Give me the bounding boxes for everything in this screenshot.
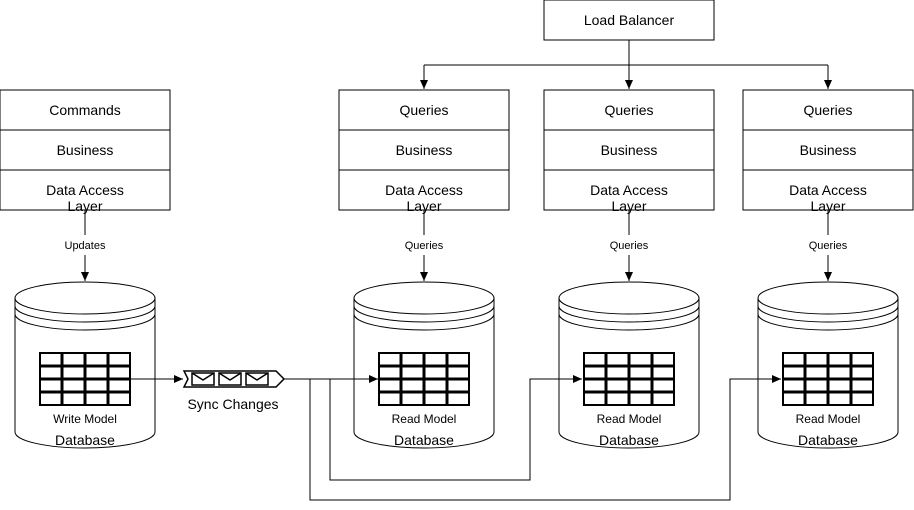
sync-changes-label: Sync Changes xyxy=(187,396,278,412)
read-model-label: Read Model xyxy=(597,412,662,426)
table-icon xyxy=(782,352,874,406)
data-access-layer-label-line2: Layer xyxy=(611,198,646,214)
business-layer-label: Business xyxy=(800,142,857,158)
business-layer-label: Business xyxy=(601,142,658,158)
business-layer-label: Business xyxy=(57,142,114,158)
read-database-1: Read Model Database xyxy=(353,281,495,449)
queries-edge-label: Queries xyxy=(405,240,444,252)
read-model-label: Read Model xyxy=(392,412,457,426)
business-layer-label: Business xyxy=(396,142,453,158)
write-model-label: Write Model xyxy=(53,412,117,426)
database-label: Database xyxy=(394,432,454,448)
queries-edge-label: Queries xyxy=(610,240,649,252)
load-balancer-label: Load Balancer xyxy=(584,12,675,28)
queries-layer-label: Queries xyxy=(399,102,448,118)
queries-layer-label: Queries xyxy=(604,102,653,118)
data-access-layer-label: Data Access xyxy=(46,182,124,198)
data-access-layer-label: Data Access xyxy=(789,182,867,198)
queries-edge-label: Queries xyxy=(809,240,848,252)
table-icon xyxy=(378,352,470,406)
read-stack-2: Queries Business Data Access Layer Queri… xyxy=(543,89,715,281)
database-label: Database xyxy=(599,432,659,448)
sync-connectors xyxy=(130,375,781,501)
table-icon xyxy=(583,352,675,406)
data-access-layer-label-line2: Layer xyxy=(810,198,845,214)
data-access-layer-label-line2: Layer xyxy=(67,198,102,214)
read-model-label: Read Model xyxy=(796,412,861,426)
write-edge: Updates xyxy=(65,210,106,281)
data-access-layer-label-line2: Layer xyxy=(406,198,441,214)
load-balancer-connectors xyxy=(420,40,832,89)
write-database: Write Model Database xyxy=(14,281,156,449)
database-label: Database xyxy=(798,432,858,448)
write-stack: Commands Business Data Access Layer xyxy=(0,89,171,214)
read-stack-3: Queries Business Data Access Layer Queri… xyxy=(742,89,914,281)
database-label: Database xyxy=(55,432,115,448)
commands-layer-label: Commands xyxy=(49,102,121,118)
data-access-layer-label: Data Access xyxy=(590,182,668,198)
read-database-3: Read Model Database xyxy=(757,281,899,449)
updates-edge-label: Updates xyxy=(65,240,106,252)
load-balancer: Load Balancer xyxy=(543,0,715,41)
data-access-layer-label: Data Access xyxy=(385,182,463,198)
table-icon xyxy=(39,352,131,406)
read-stack-1: Queries Business Data Access Layer Queri… xyxy=(338,89,510,281)
message-queue-icon xyxy=(182,370,286,388)
read-database-2: Read Model Database xyxy=(558,281,700,449)
queries-layer-label: Queries xyxy=(803,102,852,118)
